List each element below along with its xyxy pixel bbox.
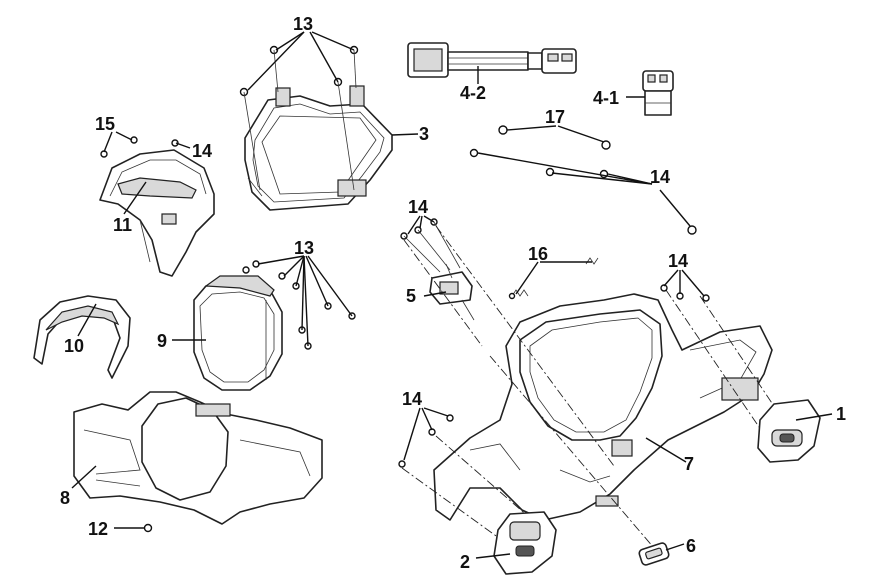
connector-4-1	[642, 70, 674, 116]
callout-17: 17	[545, 107, 565, 127]
nuts-17	[498, 125, 611, 150]
callout-14-switch: 14	[408, 197, 428, 217]
callout-12: 12	[88, 519, 108, 539]
callout-5: 5	[406, 286, 416, 306]
button-6	[638, 542, 670, 566]
harness-connector-4-2	[407, 42, 577, 78]
callout-8: 8	[60, 488, 70, 508]
switch-housing-2	[493, 511, 557, 575]
front-body-7	[433, 293, 773, 521]
callout-7: 7	[684, 454, 694, 474]
callout-14-right: 14	[668, 251, 688, 271]
trim-10	[33, 295, 131, 379]
screws-14-lower	[398, 414, 454, 468]
screws-14-right	[660, 284, 710, 302]
callout-4-2: 4-2	[460, 83, 486, 103]
callout-2: 2	[460, 552, 470, 572]
spring-16	[508, 257, 599, 300]
screws-13-mid	[242, 260, 356, 350]
callout-13-top: 13	[293, 14, 313, 34]
screw-12	[143, 523, 153, 533]
callout-4-1: 4-1	[593, 88, 619, 108]
callout-15: 15	[95, 114, 115, 134]
callout-14-lower: 14	[402, 389, 422, 409]
callout-14-upper-right: 14	[650, 167, 670, 187]
callout-16: 16	[528, 244, 548, 264]
handlebar-cover-8	[73, 391, 323, 525]
callout-9: 9	[157, 331, 167, 351]
callout-11: 11	[113, 215, 132, 235]
meter-housing-3	[244, 85, 393, 211]
switch-housing-1	[757, 399, 821, 463]
callout-1: 1	[836, 404, 846, 424]
callout-14-upper-left: 14	[192, 141, 212, 161]
screws-14-switch	[400, 218, 461, 273]
cover-11	[99, 149, 215, 277]
switch-5	[429, 263, 475, 321]
callout-3: 3	[419, 124, 429, 144]
meter-9	[193, 275, 283, 391]
callout-13-mid: 13	[294, 238, 314, 258]
callout-6: 6	[686, 536, 696, 556]
callout-10: 10	[64, 336, 84, 356]
